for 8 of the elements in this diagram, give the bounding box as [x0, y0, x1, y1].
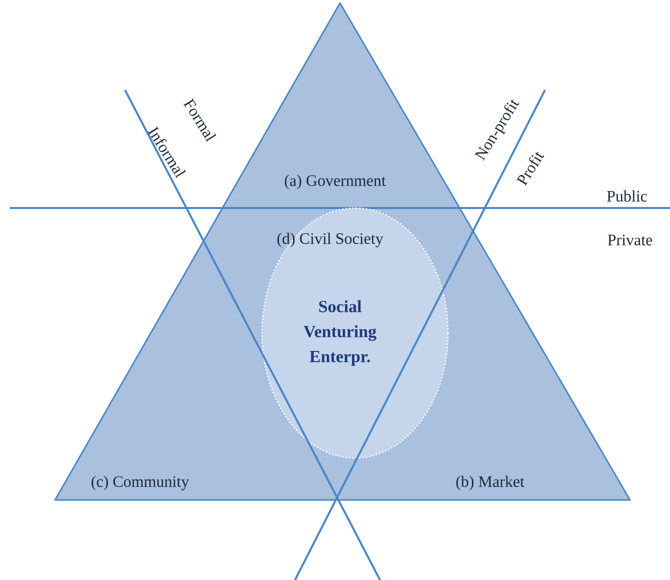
ellipse — [261, 207, 449, 459]
region-label: (a) Government — [284, 174, 386, 190]
region-label: (b) Market — [456, 476, 524, 490]
axis-label: Private — [608, 234, 652, 246]
enterprise-label: Social Venturing Enterpr. — [304, 300, 376, 366]
region-label: (c) Community — [92, 476, 190, 490]
axis-label: Public — [607, 190, 647, 202]
region-label: (d) Civil Society — [277, 232, 384, 248]
